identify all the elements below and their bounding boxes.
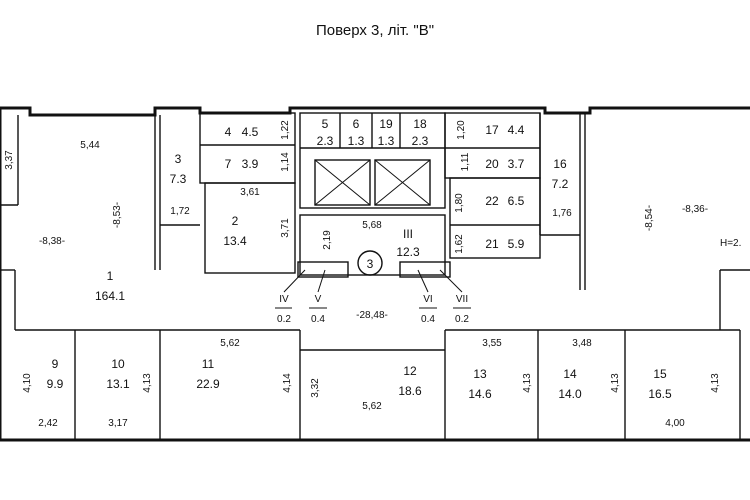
stair-marker-number: 3 [367,257,374,271]
svg-text:3,55: 3,55 [482,338,502,349]
wall-lines [0,112,750,440]
svg-text:4,00: 4,00 [665,418,685,429]
room-21-area: 5.9 [508,237,525,251]
svg-text:5,62: 5,62 [362,401,382,412]
room-IV-area: 0.2 [277,314,291,325]
room-22-number: 22 [485,194,499,208]
svg-text:1,80: 1,80 [454,193,465,213]
room-IV-number: IV [279,294,289,305]
room-21-number: 21 [485,237,499,251]
svg-text:5,44: 5,44 [80,140,100,151]
room-12-area: 18.6 [398,384,422,398]
svg-text:4,13: 4,13 [142,373,153,393]
leader-lines [275,269,471,309]
room-VI-number: VI [423,294,432,305]
svg-text:3,37: 3,37 [4,150,15,170]
svg-text:-8,38-: -8,38- [39,236,65,247]
plan-title: Поверх 3, літ. "В" [315,22,435,39]
svg-text:1,62: 1,62 [454,234,465,254]
svg-text:4,13: 4,13 [710,373,721,393]
room-20-area: 3.7 [508,157,525,171]
room-16-area: 7.2 [552,177,569,191]
svg-text:3,17: 3,17 [108,418,128,429]
svg-text:1,22: 1,22 [280,120,291,140]
room-2-area: 13.4 [223,234,247,248]
room-VII-area: 0.2 [455,314,469,325]
room-13-area: 14.6 [468,387,492,401]
svg-text:-8,36-: -8,36- [682,204,708,215]
room-22-area: 6.5 [508,194,525,208]
svg-text:3,32: 3,32 [310,378,321,398]
room-13-number: 13 [473,367,487,381]
room-15-area: 16.5 [648,387,672,401]
room-1-area: 164.1 [95,289,125,303]
room-6-number: 6 [353,117,360,131]
svg-text:4,13: 4,13 [610,373,621,393]
room-11-number: 11 [202,357,215,371]
room-19-area: 1.3 [378,134,395,148]
room-III-number: III [403,227,413,241]
room-VII-number: VII [456,294,468,305]
room-5-area: 2.3 [317,134,334,148]
room-11-area: 22.9 [196,377,220,391]
svg-text:-28,48-: -28,48- [356,310,388,321]
room-18-area: 2.3 [412,134,429,148]
svg-text:5,68: 5,68 [362,220,382,231]
room-14-number: 14 [563,367,577,381]
room-19-number: 19 [379,117,393,131]
room-VI-area: 0.4 [421,314,435,325]
room-17-number: 17 [485,123,499,137]
svg-text:-8,54-: -8,54- [644,205,655,231]
svg-text:1,72: 1,72 [170,206,190,217]
room-7-area: 3.9 [242,157,259,171]
room-1-number: 1 [107,269,114,283]
svg-text:5,62: 5,62 [220,338,240,349]
room-20-number: 20 [485,157,499,171]
room-V-area: 0.4 [311,314,325,325]
svg-text:1,76: 1,76 [552,208,572,219]
svg-text:1,20: 1,20 [456,120,467,140]
svg-text:-8,53-: -8,53- [112,202,123,228]
room-9-area: 9.9 [47,377,64,391]
room-labels: 1 164.1 2 13.4 3 7.3 4 4.5 5 2.3 6 1.3 7… [47,117,672,401]
svg-text:3,71: 3,71 [280,218,291,238]
room-5-number: 5 [322,117,329,131]
svg-text:3,48: 3,48 [572,338,592,349]
room-2-number: 2 [232,214,239,228]
height-label: H=2. [720,238,741,249]
svg-text:2,42: 2,42 [38,418,58,429]
dimension-labels: 3,37 5,44 -8,53- -8,38- 1,72 3,61 3,71 1… [4,120,741,429]
svg-text:1,11: 1,11 [460,152,471,171]
room-V-number: V [315,294,322,305]
room-9-number: 9 [52,357,59,371]
room-4-number: 4 [225,125,232,139]
room-15-number: 15 [653,367,667,381]
room-7-number: 7 [225,157,232,171]
svg-text:2,19: 2,19 [322,230,333,250]
room-3-area: 7.3 [170,172,187,186]
room-10-area: 13.1 [106,377,130,391]
room-16-number: 16 [553,157,567,171]
room-14-area: 14.0 [558,387,582,401]
svg-text:4,10: 4,10 [22,373,33,393]
svg-text:4,13: 4,13 [522,373,533,393]
svg-text:4,14: 4,14 [282,373,293,393]
room-4-area: 4.5 [242,125,259,139]
svg-text:3,61: 3,61 [240,187,260,198]
room-12-number: 12 [403,364,417,378]
room-6-area: 1.3 [348,134,365,148]
room-17-area: 4.4 [508,123,525,137]
room-10-number: 10 [111,357,125,371]
room-III-area: 12.3 [396,245,420,259]
room-18-number: 18 [413,117,427,131]
svg-text:1,14: 1,14 [280,152,291,172]
stair-marker-circle [357,250,383,276]
room-3-number: 3 [175,152,182,166]
